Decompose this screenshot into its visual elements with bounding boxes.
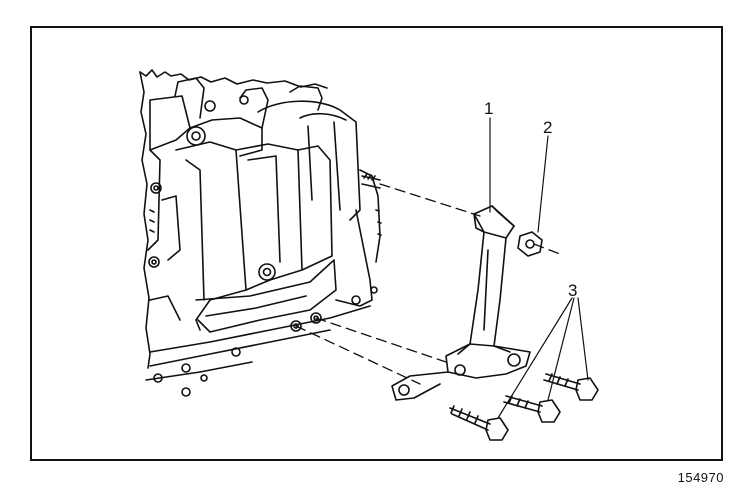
bolt-c <box>543 373 599 401</box>
engine-block <box>139 69 382 397</box>
callout-3: 3 <box>568 281 578 300</box>
bolt-a <box>449 405 509 441</box>
callout-2: 2 <box>543 118 553 137</box>
alignment-lines <box>295 183 561 385</box>
bolt-b <box>503 395 561 423</box>
diagram-frame <box>30 26 723 461</box>
leader-lines <box>489 117 589 419</box>
mount-bracket <box>391 205 531 401</box>
callout-1: 1 <box>484 99 494 118</box>
figure-id: 154970 <box>677 470 724 485</box>
nut <box>517 231 543 257</box>
